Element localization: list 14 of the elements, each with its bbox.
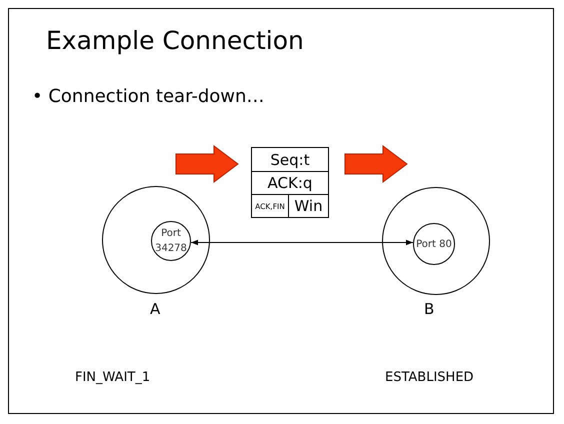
state-label: FIN_WAIT_1 (75, 370, 150, 385)
state-label: ESTABLISHED (385, 370, 474, 385)
host-circle (382, 187, 490, 295)
slide-title: Example Connection (46, 26, 304, 55)
port-circle: Port 34278 (151, 221, 191, 261)
host-label: B (424, 300, 434, 318)
bullet-point: • Connection tear-down… (32, 86, 264, 107)
packet-field: Win (288, 194, 329, 218)
host-label: A (150, 300, 160, 318)
port-circle: Port 80 (413, 223, 455, 265)
host-circle (102, 186, 210, 294)
packet-field: ACK:q (251, 171, 329, 195)
connection-arrow (190, 240, 414, 246)
packet-field: Seq:t (251, 147, 329, 172)
